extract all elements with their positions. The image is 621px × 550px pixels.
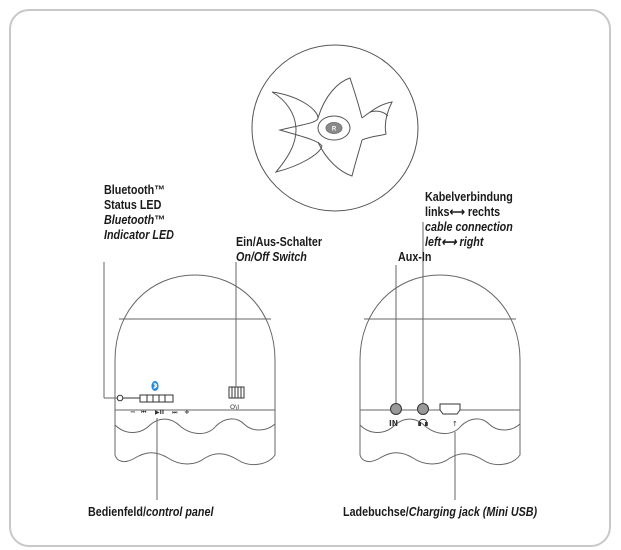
bluetooth-led-label-en-2: Indicator LED <box>104 228 174 242</box>
top-view-handle-detail <box>369 110 389 117</box>
control-panel-label-de: Bedienfeld/ <box>88 505 146 519</box>
bluetooth-icon <box>151 381 159 391</box>
headphone-icon <box>418 418 428 426</box>
aux-in-port <box>390 403 402 415</box>
cable-connection-port <box>417 403 429 415</box>
top-view-center-hub <box>317 115 351 141</box>
on-off-switch <box>228 386 245 399</box>
cable-connection-label: Kabelverbindung links⟷ rechts cable conn… <box>425 190 513 250</box>
aux-in-label-text: Aux-In <box>398 250 432 264</box>
cable-connection-label-en-1: cable connection <box>425 220 513 234</box>
right-speaker-unit <box>359 222 521 500</box>
next-track-icon: ⏭ <box>172 409 178 416</box>
charging-jack-label-de: Ladebuchse/ <box>343 505 409 519</box>
control-panel-label: Bedienfeld/control panel <box>88 505 213 520</box>
on-off-switch-label-en: On/Off Switch <box>236 250 307 264</box>
charging-jack-label: Ladebuchse/Charging jack (Mini USB) <box>343 505 537 520</box>
left-speaker-body <box>114 274 276 466</box>
bluetooth-led-label-de-2: Status LED <box>104 198 162 212</box>
top-view-handle-bottom <box>317 139 363 177</box>
aux-in-label: Aux-In <box>398 250 431 265</box>
cable-connection-label-de-1: Kabelverbindung <box>425 190 513 204</box>
mini-usb-port <box>439 403 461 415</box>
right-speaker-body <box>359 274 521 466</box>
left-speaker-unit <box>103 262 276 500</box>
previous-track-icon: ⏮ <box>141 409 147 416</box>
on-off-switch-label-de: Ein/Aus-Schalter <box>236 235 323 249</box>
aux-in-port-mark: IN <box>389 419 398 428</box>
usb-arrow-icon: ↑ <box>452 420 458 428</box>
play-pause-icon: ▶II <box>155 409 164 416</box>
control-strip <box>139 394 174 403</box>
bluetooth-led-label-en-1: Bluetooth™ <box>104 213 165 227</box>
top-view-handle-top <box>317 77 363 119</box>
top-view-logo-badge <box>325 122 343 134</box>
bluetooth-status-led <box>116 394 124 402</box>
cable-connection-label-en-2: left⟷ right <box>425 235 484 249</box>
charging-jack-label-en: Charging jack (Mini USB) <box>408 505 538 519</box>
diagram-frame <box>9 9 611 547</box>
cable-connection-label-de-2: links⟷ rechts <box>425 205 501 219</box>
control-panel-label-en: control panel <box>145 505 214 519</box>
volume-minus-symbol: − <box>130 408 136 416</box>
right-speaker-wave-line <box>359 418 521 434</box>
volume-plus-symbol: + <box>184 408 190 416</box>
bluetooth-led-label: Bluetooth™ Status LED Bluetooth™ Indicat… <box>104 183 174 243</box>
left-speaker-wave-line <box>114 418 276 434</box>
switch-on-off-marks: O\I <box>230 403 239 411</box>
bluetooth-led-label-de-1: Bluetooth™ <box>104 183 165 197</box>
top-view-handle-right <box>361 101 393 141</box>
top-view-logo-letter: R <box>332 127 337 133</box>
top-view-handle-left <box>271 91 323 173</box>
top-view-outer-ring <box>251 44 419 212</box>
top-view-speaker <box>251 44 419 212</box>
on-off-switch-label: Ein/Aus-Schalter On/Off Switch <box>236 235 322 265</box>
